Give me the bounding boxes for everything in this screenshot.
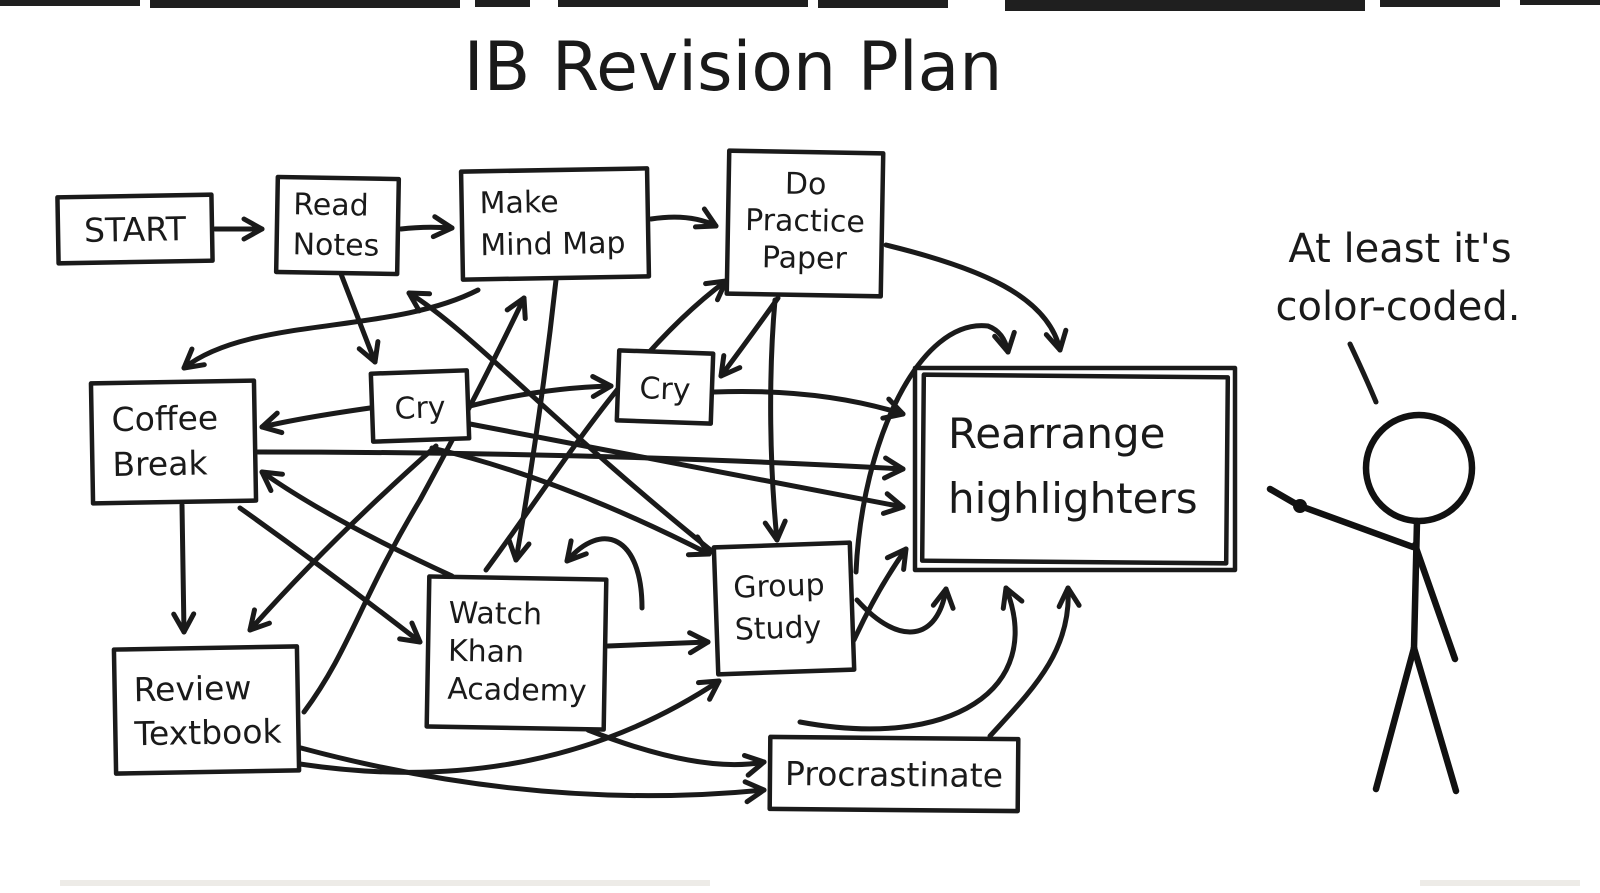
- arrow-watch-khan-to-procrastinate: [585, 727, 767, 778]
- arrow-hook-to-watch-khan: [564, 536, 645, 611]
- svg-text:Do: Do: [785, 167, 827, 203]
- node-cry-2-box: [614, 348, 716, 426]
- node-cry-1-box: [368, 368, 472, 444]
- node-start: START: [55, 192, 215, 266]
- node-do-practice-paper: Do Practice Paper: [724, 148, 886, 299]
- arrow-cry1-to-group-study: [429, 445, 712, 558]
- top-crop-artifact: [0, 0, 1600, 11]
- svg-text:Rearrange: Rearrange: [948, 409, 1166, 458]
- node-procrastinate: Procrastinate: [767, 734, 1021, 814]
- node-rearrange-highlighters: Rearrange highlighters: [912, 365, 1238, 573]
- node-review-textbook: Review Textbook: [111, 644, 302, 776]
- svg-text:Khan: Khan: [448, 634, 525, 670]
- arrow-coffee-break-to-rearrange-left: [255, 449, 906, 481]
- arrow-group-study-to-rearrange-left-low: [851, 546, 909, 643]
- svg-text:Practice: Practice: [745, 203, 865, 240]
- node-watch-khan-academy: Watch Khan Academy: [424, 574, 609, 732]
- svg-text:Paper: Paper: [762, 240, 848, 276]
- svg-text:Review: Review: [133, 668, 251, 709]
- stick-figure-body: [1410, 517, 1421, 652]
- arrow-review-to-group-study: [297, 678, 722, 775]
- svg-text:Make: Make: [479, 185, 559, 221]
- svg-text:Mind Map: Mind Map: [480, 226, 626, 264]
- arrow-practice-paper-to-rearrange-top: [883, 242, 1069, 353]
- node-start-label: START: [84, 209, 187, 250]
- node-review-textbook-box: [111, 644, 302, 776]
- arrow-review-to-procrastinate: [298, 745, 767, 805]
- arrow-cry1-to-review: [247, 443, 439, 633]
- stick-figure-left-leg: [1372, 644, 1418, 793]
- svg-text:Group: Group: [733, 568, 826, 606]
- svg-text:Textbook: Textbook: [133, 712, 283, 754]
- arrow-cry1-to-rearrange-left: [467, 421, 906, 516]
- caption-line-1: At least it's: [1288, 226, 1511, 272]
- svg-text:Break: Break: [112, 443, 209, 484]
- arrow-cry2-to-rearrange-left: [711, 388, 906, 421]
- arrow-group-study-to-read-notes: [406, 290, 721, 559]
- node-cry-1: Cry: [368, 368, 472, 444]
- arrow-mind-map-to-watch-khan: [506, 277, 559, 563]
- arrow-cry1-to-coffee-break: [259, 405, 373, 436]
- node-layer: START Read Notes Make Mind Map Do Practi…: [55, 148, 1238, 814]
- node-procrastinate-box: [767, 734, 1021, 814]
- arrow-watch-khan-to-practice-paper: [483, 278, 729, 573]
- node-coffee-break: Coffee Break: [88, 378, 259, 506]
- node-watch-khan-academy-box: [424, 574, 609, 732]
- caption-line-2: color-coded.: [1276, 284, 1521, 330]
- node-coffee-break-box: [88, 378, 259, 506]
- node-make-mind-map-box: [458, 166, 652, 282]
- svg-text:Procrastinate: Procrastinate: [785, 754, 1003, 795]
- arrow-watch-khan-to-group-study: [605, 630, 711, 656]
- svg-text:Study: Study: [734, 610, 822, 648]
- node-do-practice-paper-box: [724, 148, 886, 299]
- stick-figure-rear-arm: [1411, 541, 1459, 663]
- arrow-swoop-to-rearrange-bottom: [797, 585, 1025, 732]
- arrow-cry1-to-cry2: [467, 374, 614, 409]
- node-read-notes: Read Notes: [273, 174, 402, 277]
- stick-figure: [1266, 411, 1476, 795]
- node-read-notes-box: [273, 174, 402, 277]
- svg-text:Coffee: Coffee: [111, 398, 218, 439]
- svg-text:Cry: Cry: [394, 390, 446, 427]
- node-rearrange-box-inner: [919, 372, 1231, 566]
- arrow-read-notes-to-mind-map: [398, 214, 455, 240]
- arrow-practice-paper-to-group-study: [762, 297, 788, 543]
- arrow-procrastinate-to-rearrange-bottom: [987, 585, 1082, 739]
- arrow-group-study-to-rearrange-bottom: [854, 586, 956, 635]
- node-start-box: [55, 192, 215, 266]
- arrow-mind-map-to-practice-paper: [648, 206, 719, 230]
- svg-text:highlighters: highlighters: [948, 474, 1198, 523]
- arrow-coffee-break-to-review: [171, 502, 197, 635]
- node-group-study: Group Study: [711, 540, 857, 677]
- comic-title: IB Revision Plan: [464, 28, 1003, 107]
- node-make-mind-map: Make Mind Map: [458, 166, 652, 282]
- stick-figure-pointing-arm: [1299, 503, 1417, 551]
- node-cry-2: Cry: [614, 348, 716, 426]
- arrow-layer: [171, 206, 1082, 805]
- svg-text:Notes: Notes: [292, 227, 379, 264]
- stick-figure-finger: [1266, 485, 1300, 508]
- svg-text:Read: Read: [293, 187, 369, 223]
- speech-tail: [1347, 341, 1379, 405]
- svg-text:Cry: Cry: [639, 371, 691, 408]
- arrow-group-study-to-rearrange-top: [853, 323, 1017, 575]
- svg-text:Watch: Watch: [448, 596, 542, 633]
- arrow-review-to-mind-map: [301, 295, 528, 715]
- stick-figure-right-leg: [1410, 644, 1460, 795]
- arrow-coffee-break-to-watch-khan: [237, 505, 423, 645]
- arrow-mind-map-to-coffee-break: [181, 287, 481, 371]
- bottom-crop-artifact: [60, 880, 1580, 886]
- node-group-study-box: [711, 540, 857, 677]
- stick-figure-head: [1362, 411, 1476, 525]
- svg-text:Academy: Academy: [447, 672, 587, 709]
- arrow-watch-khan-to-coffee-break: [259, 469, 455, 579]
- caption: At least it's color-coded.: [1276, 226, 1521, 405]
